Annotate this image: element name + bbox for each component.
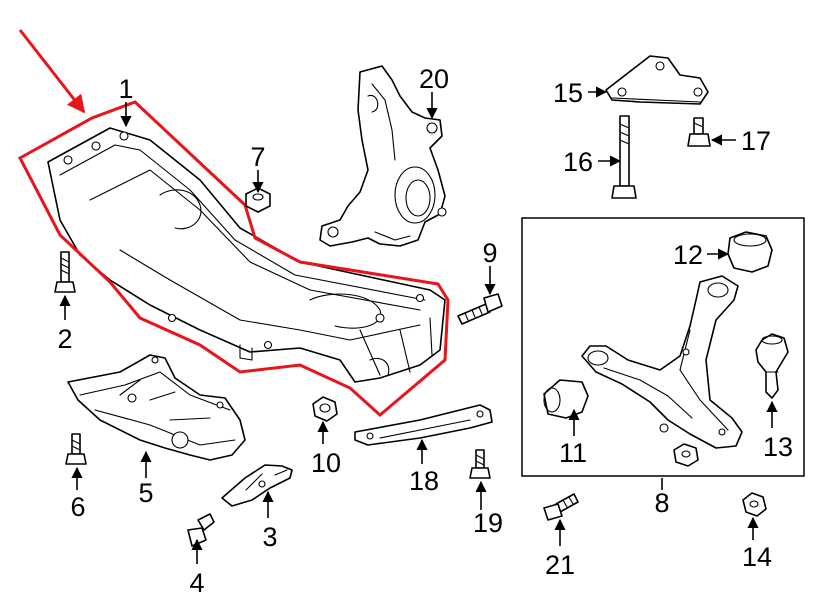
callout-7[interactable]: 7 bbox=[250, 142, 265, 172]
nut-10-part[interactable] bbox=[312, 396, 338, 422]
callout-1[interactable]: 1 bbox=[118, 74, 133, 104]
callout-15[interactable]: 15 bbox=[553, 78, 583, 108]
brace-bar-18-part[interactable] bbox=[354, 404, 493, 446]
leader-lines bbox=[59, 86, 778, 564]
callout-20[interactable]: 20 bbox=[419, 64, 449, 94]
bolt-4-part[interactable] bbox=[187, 513, 215, 547]
highlight-pointer-arrow bbox=[18, 29, 86, 114]
callout-2[interactable]: 2 bbox=[57, 324, 72, 354]
callout-21[interactable]: 21 bbox=[545, 550, 575, 580]
control-arm-kit-8-box bbox=[521, 217, 805, 477]
bolt-6-part[interactable] bbox=[65, 433, 87, 465]
bolt-17-part[interactable] bbox=[687, 117, 711, 147]
nut-8-part[interactable] bbox=[673, 443, 699, 467]
callout-13[interactable]: 13 bbox=[763, 432, 793, 462]
callout-11[interactable]: 11 bbox=[559, 438, 587, 468]
knuckle-20-part[interactable] bbox=[319, 65, 447, 247]
callout-14[interactable]: 14 bbox=[742, 542, 772, 572]
control-arm-part[interactable] bbox=[581, 275, 743, 449]
callout-18[interactable]: 18 bbox=[409, 466, 439, 496]
callout-8[interactable]: 8 bbox=[654, 488, 669, 518]
bolt-21-part[interactable] bbox=[543, 493, 579, 521]
callout-labels: 1 2 3 4 5 6 7 8 9 10 11 12 13 14 15 16 1… bbox=[57, 64, 793, 598]
bolt-2-part[interactable] bbox=[54, 251, 76, 293]
nut-14-part[interactable] bbox=[742, 492, 767, 517]
callout-3[interactable]: 3 bbox=[262, 522, 277, 552]
callout-9[interactable]: 9 bbox=[482, 238, 497, 268]
skid-plate-5-part[interactable] bbox=[67, 354, 246, 461]
callout-16[interactable]: 16 bbox=[563, 147, 593, 177]
bushing-11-part[interactable] bbox=[543, 379, 589, 419]
callout-6[interactable]: 6 bbox=[70, 492, 85, 522]
callout-4[interactable]: 4 bbox=[189, 568, 204, 598]
callout-12[interactable]: 12 bbox=[673, 240, 703, 270]
bracket-plate-15-part[interactable] bbox=[605, 55, 709, 105]
bushing-12-part[interactable] bbox=[727, 231, 773, 273]
bolt-19-part[interactable] bbox=[469, 449, 491, 479]
bracket-3-part[interactable] bbox=[221, 464, 293, 507]
ball-joint-13-part[interactable] bbox=[755, 333, 789, 399]
callout-10[interactable]: 10 bbox=[311, 448, 341, 478]
bolt-9-part[interactable] bbox=[457, 293, 503, 325]
callout-17[interactable]: 17 bbox=[741, 126, 771, 156]
bolt-16-part[interactable] bbox=[611, 115, 637, 199]
callout-5[interactable]: 5 bbox=[138, 478, 153, 508]
crossmember-part[interactable] bbox=[47, 127, 446, 383]
callout-19[interactable]: 19 bbox=[473, 508, 503, 538]
crossmember-highlight-outline bbox=[17, 100, 450, 417]
